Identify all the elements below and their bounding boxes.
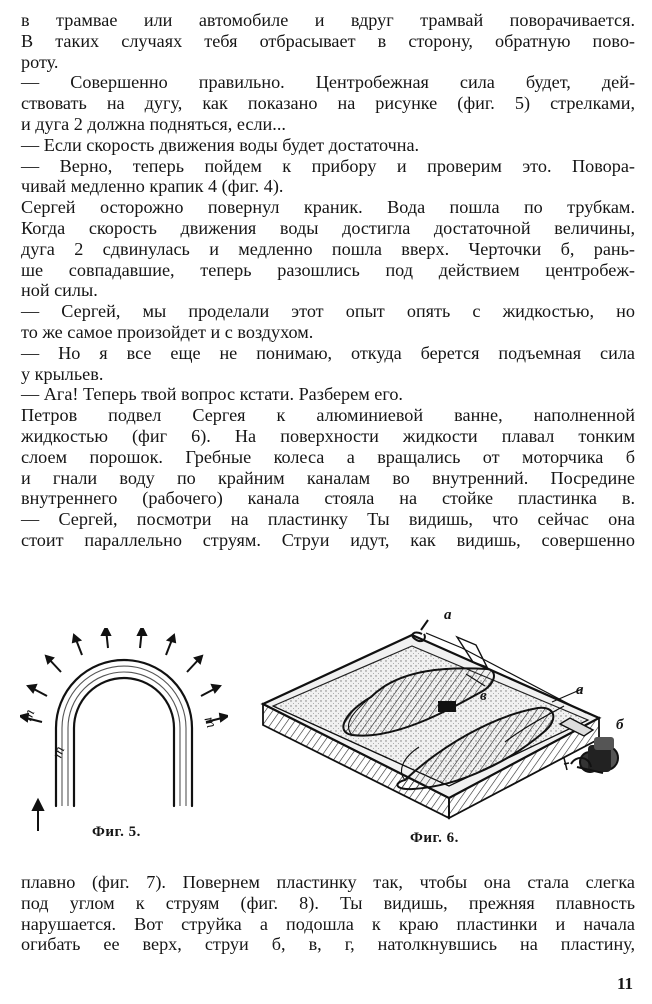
figure-6-label-b: б — [616, 717, 624, 733]
text-line: стоит параллельно струям. Струи идут, ка… — [21, 529, 635, 550]
figure-6-water-tank-diagram — [260, 619, 619, 820]
main-text-top: в трамвае или автомобиле и вдруг трамвай… — [21, 10, 635, 551]
text-line: под углом к струям (фиг. 8). Ты видишь, … — [21, 892, 635, 913]
text-line: внутреннего (рабочего) канала стояла на … — [21, 488, 635, 509]
text-line: огибать ее верх, струи б, в, г, натолкну… — [21, 934, 635, 955]
main-text-bottom: плавно (фиг. 7). Повернем пластинку так,… — [21, 872, 635, 955]
text-line: — Сергей, посмотри на пластинку Ты видиш… — [21, 509, 635, 530]
figure-5-caption: Фиг. 5. — [92, 824, 141, 840]
text-line: дуга 2 сдвинулась и медленно пошла вверх… — [21, 238, 635, 259]
text-line: — Верно, теперь пойдем к прибору и прове… — [21, 155, 635, 176]
figure-5-arch-diagram — [20, 628, 228, 831]
figure-6-caption: Фиг. 6. — [410, 830, 459, 846]
figure-6-label-a-top: а — [444, 607, 452, 623]
text-line: Когда скорость движения воды достигла до… — [21, 217, 635, 238]
text-line: — Сергей, мы проделали этот опыт опять с… — [21, 301, 635, 322]
text-line: ствовать на дугу, как показано на рисунк… — [21, 93, 635, 114]
text-line: роту. — [21, 51, 59, 72]
text-line: слоем порошок. Гребные колеса а вращалис… — [21, 446, 635, 467]
text-line: чивай медленно крапик 4 (фиг. 4). — [21, 176, 284, 197]
text-line: ше совпадавшие, теперь разошлись под дей… — [21, 259, 635, 280]
text-line: — Ага! Теперь твой вопрос кстати. Разбер… — [21, 384, 403, 405]
page-number: 11 — [617, 974, 634, 993]
figure-6-label-a-side: а — [576, 682, 584, 698]
text-line: — Если скорость движения воды будет дост… — [21, 134, 420, 155]
text-line: нарушается. Вот струйка а подошла к краю… — [21, 913, 635, 934]
text-line: Сергей осторожно повернул краник. Вода п… — [21, 197, 635, 218]
text-line: — Но я все еще не понимаю, откуда беретс… — [21, 342, 635, 363]
text-line: и дуга 2 должна подняться, если... — [21, 113, 286, 134]
text-line: Петров подвел Сергея к алюминиевой ванне… — [21, 405, 635, 426]
text-line: в трамвае или автомобиле и вдруг трамвай… — [21, 10, 635, 30]
text-line: и гнали воду по крайним каналам во внутр… — [21, 467, 635, 488]
text-line: плавно (фиг. 7). Повернем пластинку так,… — [21, 872, 635, 892]
text-line: то же самое произойдет и с воздухом. — [21, 321, 314, 342]
figure-6-label-v: в — [480, 688, 487, 704]
text-line: у крыльев. — [21, 363, 104, 384]
text-line: жидкостью (фиг 6). На поверхности жидкос… — [21, 425, 635, 446]
text-line: В таких случаях тебя отбрасывает в сторо… — [21, 30, 635, 51]
text-line: ной силы. — [21, 280, 98, 301]
text-line: — Совершенно правильно. Центробежная сил… — [21, 72, 635, 93]
